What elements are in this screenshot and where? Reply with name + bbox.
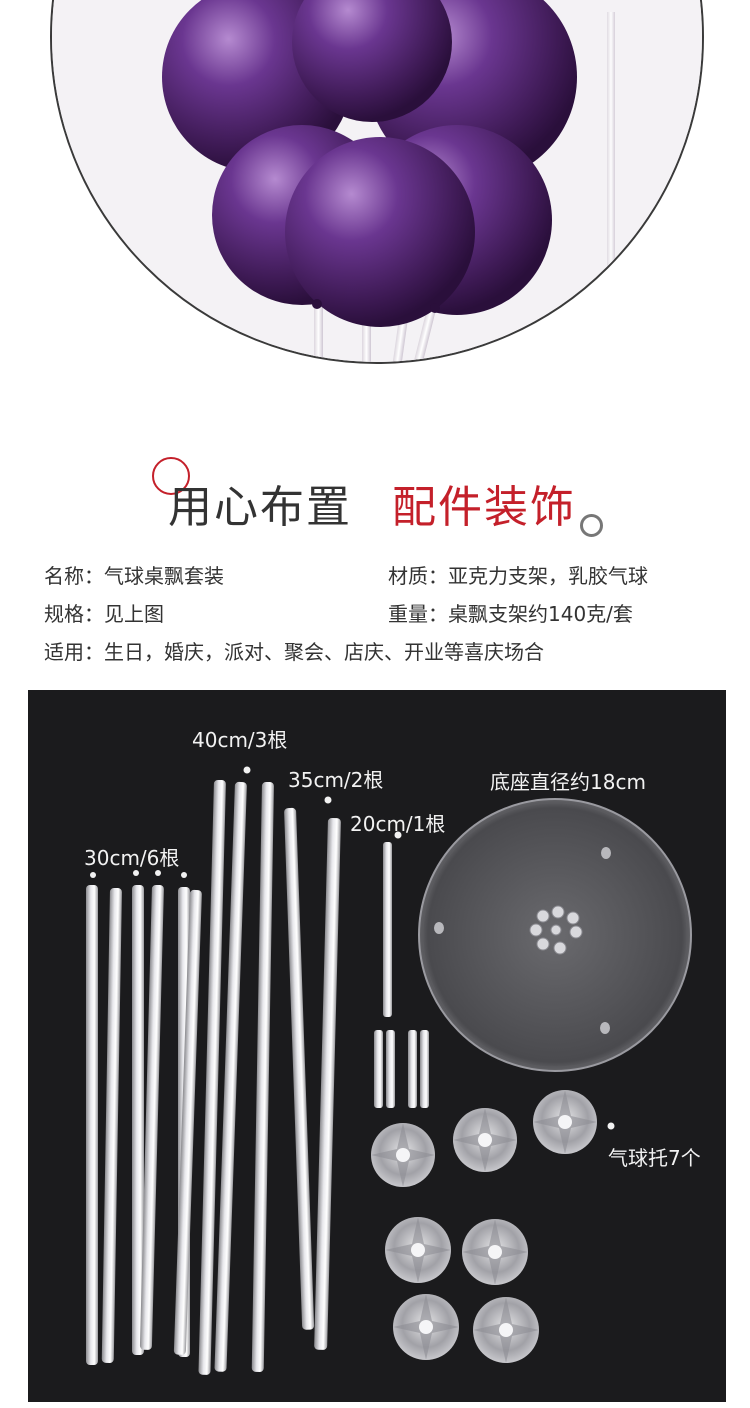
rod (173, 889, 202, 1355)
balloon-cup (385, 1217, 451, 1283)
label-rod-35cm: 35cm/2根 (288, 768, 384, 792)
hero-image (0, 0, 750, 420)
balloon (285, 137, 475, 327)
decorative-ring-red-icon (152, 457, 190, 495)
rod (251, 781, 274, 1372)
spec-weight: 重量：桌飘支架约140克/套 (388, 602, 633, 626)
balloon (292, 0, 452, 122)
rods-40cm (198, 779, 274, 1375)
spec-usage: 适用：生日，婚庆，派对、聚会、店庆、开业等喜庆场合 (44, 640, 544, 664)
label-base: 底座直径约18cm (490, 770, 646, 794)
rod (314, 817, 341, 1350)
base-disc (418, 798, 692, 1072)
section-title-right: 配件装饰 (392, 482, 576, 533)
section-title: 用心布置 配件装饰 (0, 465, 750, 535)
accessories-illustration (86, 766, 692, 1375)
rod (139, 884, 164, 1350)
rod (198, 779, 226, 1375)
balloon-cup (473, 1297, 539, 1363)
balloon-cup (462, 1219, 528, 1285)
section-title-left: 用心布置 (168, 482, 352, 533)
rod (86, 885, 98, 1365)
label-rod-30cm: 30cm/6根 (84, 846, 180, 870)
rod (132, 885, 144, 1355)
spec-size: 规格：见上图 (44, 602, 164, 626)
spec-material: 材质：亚克力支架，乳胶气球 (388, 564, 648, 588)
decorative-ring-gray-icon (580, 514, 603, 537)
balloon-cups (371, 1090, 597, 1363)
rods-35cm (284, 807, 341, 1350)
balloon-bouquet-photo (52, 0, 702, 362)
rod (284, 807, 315, 1330)
balloon-cup (393, 1294, 459, 1360)
label-balloon-cups: 气球托7个 (608, 1146, 701, 1170)
balloon-bouquet-frame (50, 0, 704, 364)
rod (214, 781, 247, 1372)
label-rod-40cm: 40cm/3根 (192, 728, 288, 752)
connector-tubes (374, 1030, 429, 1108)
balloon-cup (371, 1123, 435, 1187)
rods-30cm (86, 884, 202, 1365)
spec-name: 名称：气球桌飘套装 (44, 564, 224, 588)
balloon-cup (453, 1108, 517, 1172)
rod-20cm (383, 842, 392, 1017)
accessories-photo: 40cm/3根 35cm/2根 20cm/1根 30cm/6根 底座直径约18c… (28, 690, 726, 1402)
balloon-cup (533, 1090, 597, 1154)
rod (101, 887, 122, 1363)
label-rod-20cm: 20cm/1根 (350, 812, 446, 836)
